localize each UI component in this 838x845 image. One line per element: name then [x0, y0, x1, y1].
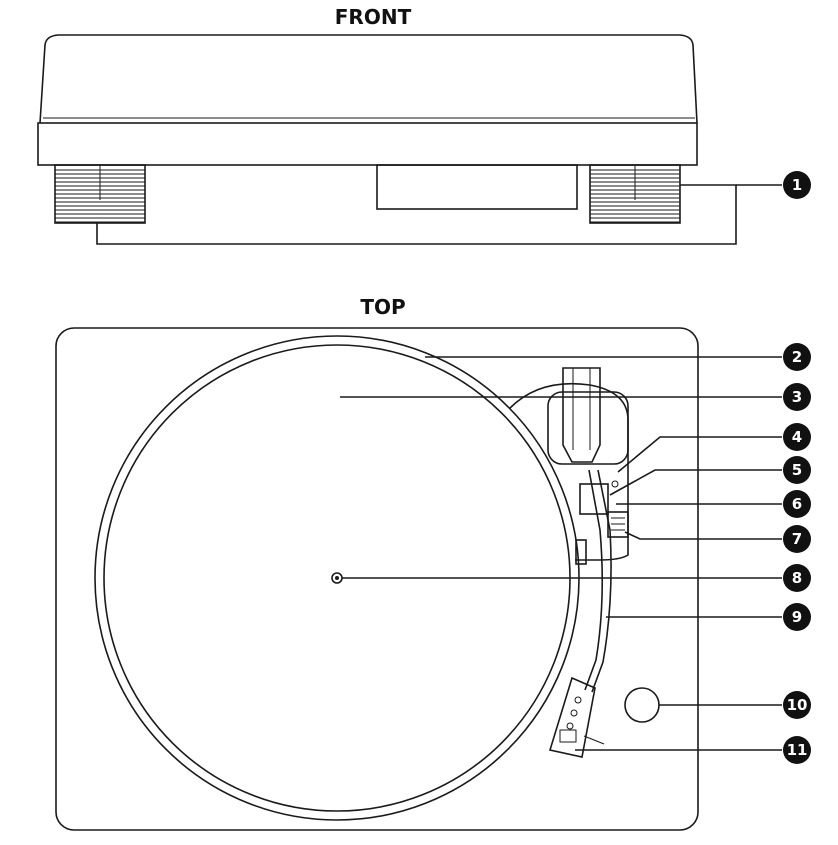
callout-9-label: 9: [792, 608, 802, 626]
counterweight-housing: [547, 391, 629, 465]
callout-4-marker: [783, 423, 811, 451]
counterweight: [562, 367, 601, 463]
callout-2-marker: [783, 343, 811, 371]
callout-8-label: 8: [792, 569, 802, 587]
tonearm-pivot: [579, 483, 609, 515]
front-left-foot: [54, 164, 146, 224]
tonearm-tube: [584, 469, 604, 691]
callout-leaders: [340, 356, 782, 751]
callout-1-label: 1: [792, 176, 802, 194]
front-right-foot: [589, 164, 681, 224]
front-view: [37, 34, 782, 245]
lift-control: [607, 511, 629, 538]
callout-3-label: 3: [792, 388, 802, 406]
front-heading: FRONT: [335, 5, 412, 29]
front-lid: [39, 34, 698, 124]
callout-5-label: 5: [792, 461, 802, 479]
callout-6-label: 6: [792, 495, 802, 513]
front-base: [37, 122, 698, 166]
callout-9-marker: [783, 603, 811, 631]
callout-7-marker: [783, 525, 811, 553]
top-view: [55, 327, 699, 831]
finger-lift: [583, 735, 605, 745]
headshell: [548, 676, 596, 758]
callout-11-marker: [783, 736, 811, 764]
front-panel: [376, 164, 578, 210]
callout-4-label: 4: [792, 428, 802, 446]
callout-3-marker: [783, 383, 811, 411]
callout-5-marker: [783, 456, 811, 484]
callout-markers: 1 2 3 4 5 6 7 8 9 10 11: [783, 171, 811, 764]
callout-11-label: 11: [787, 741, 808, 759]
top-heading: TOP: [360, 295, 405, 319]
callout-1-leader: [96, 184, 737, 245]
callout-2-label: 2: [792, 348, 802, 366]
anti-skate-knob: [611, 480, 619, 488]
callout-10-marker: [783, 691, 811, 719]
callout-7-label: 7: [792, 530, 802, 548]
callout-6-marker: [783, 490, 811, 518]
callout-8-marker: [783, 564, 811, 592]
top-plinth: [55, 327, 699, 831]
callout-1-marker: [783, 171, 811, 199]
start-button: [624, 687, 660, 723]
callout-10-label: 10: [787, 696, 808, 714]
arm-rest: [575, 539, 587, 565]
